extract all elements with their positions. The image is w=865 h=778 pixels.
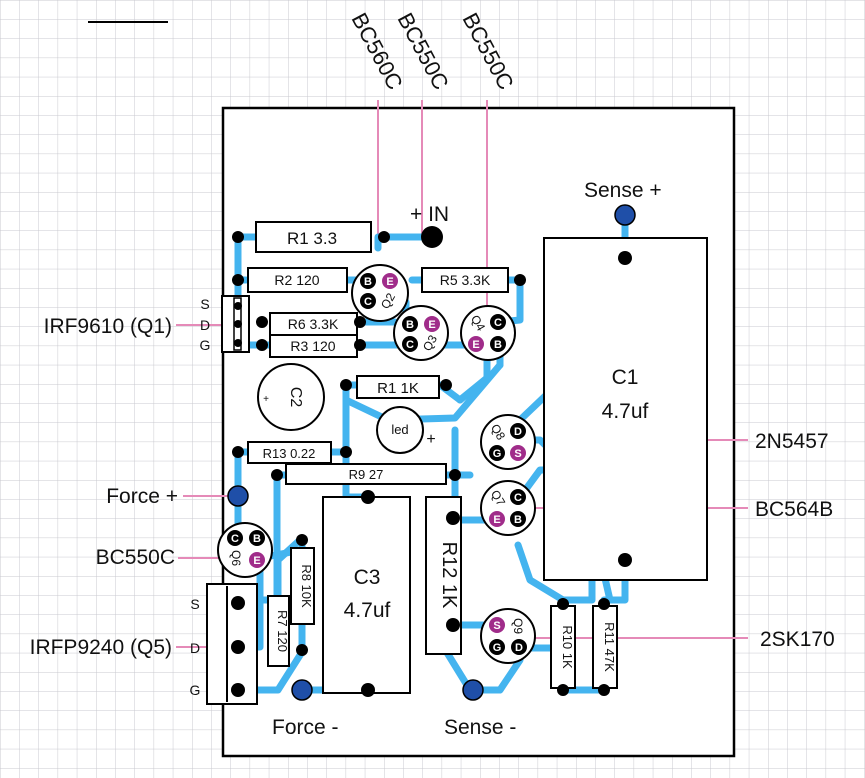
resistor-r11: R11 47K [592, 605, 618, 689]
resistor-r13: R13 0.22 [247, 441, 332, 464]
label-irfp9240: IRFP9240 (Q5) [30, 636, 172, 659]
svg-text:E: E [493, 514, 500, 526]
svg-text:R3 120: R3 120 [290, 338, 335, 354]
svg-text:D: D [200, 317, 210, 333]
transistor-q9: S G D Q9 [480, 608, 536, 664]
svg-text:C: C [406, 339, 414, 351]
svg-text:+: + [426, 431, 435, 448]
svg-text:G: G [200, 337, 211, 353]
svg-text:B: B [514, 514, 522, 526]
force-plus-terminal [227, 485, 249, 507]
svg-text:E: E [253, 555, 260, 567]
label-force-plus: Force + [106, 485, 178, 508]
sense-plus-terminal [614, 204, 636, 226]
label-in-plus: + IN [410, 203, 449, 226]
svg-text:S: S [493, 620, 500, 632]
resistor-r3: R3 120 [269, 334, 358, 358]
label-2n5457: 2N5457 [755, 430, 829, 453]
svg-text:R1 3.3: R1 3.3 [287, 229, 337, 248]
svg-text:D: D [190, 640, 200, 656]
label-bc550c-left: BC550C [96, 546, 175, 569]
resistor-r5: R5 3.3K [421, 267, 509, 293]
mosfet-q5-package: S D G [190, 583, 258, 705]
c3-value: 4.7uf [344, 599, 391, 622]
svg-text:R6 3.3K: R6 3.3K [288, 316, 339, 332]
label-sense-minus: Sense - [444, 716, 516, 739]
svg-text:B: B [406, 319, 414, 331]
label-2sk170: 2SK170 [760, 628, 835, 651]
resistor-r7: R7 120 [267, 595, 290, 667]
c1-name: C1 [612, 366, 639, 389]
svg-text:C: C [364, 296, 372, 308]
label-sense-plus: Sense + [584, 179, 662, 202]
capacitor-c1 [543, 237, 708, 581]
force-minus-terminal [291, 679, 313, 701]
label-bc564b: BC564B [755, 498, 833, 521]
solder-pads [232, 226, 632, 697]
resistor-r6: R6 3.3K [269, 312, 358, 336]
transistor-q7: C E B Q7 [480, 480, 536, 536]
svg-text:C: C [231, 533, 239, 545]
svg-text:R2 120: R2 120 [274, 272, 319, 288]
transistor-q6: C B E Q6 [217, 522, 273, 578]
resistor-r10: R10 1K [550, 605, 576, 689]
transistor-q3: B E C Q3 [393, 305, 449, 361]
capacitor-c2: C2 + [257, 363, 325, 431]
svg-text:B: B [494, 339, 502, 351]
svg-text:E: E [472, 339, 479, 351]
led: led + [376, 406, 436, 454]
svg-text:G: G [493, 642, 502, 654]
svg-text:G: G [493, 448, 502, 460]
svg-text:Q6: Q6 [229, 550, 243, 566]
svg-text:R7 120: R7 120 [275, 610, 290, 652]
svg-text:R12 1K: R12 1K [438, 542, 460, 609]
c1-value: 4.7uf [602, 400, 649, 423]
svg-text:R10 1K: R10 1K [560, 625, 575, 669]
svg-text:R9 27: R9 27 [349, 467, 384, 482]
svg-text:+: + [263, 394, 269, 405]
svg-text:Q9: Q9 [511, 618, 525, 634]
capacitor-c3 [322, 496, 411, 694]
resistor-r8: R8 10K [290, 547, 315, 625]
svg-text:E: E [428, 319, 435, 331]
resistor-r1-top: R1 3.3 [255, 221, 372, 253]
svg-text:R1 1K: R1 1K [377, 380, 419, 397]
svg-text:R11 47K: R11 47K [602, 622, 617, 672]
transistor-q8: D G S Q8 [480, 414, 536, 470]
svg-text:led: led [391, 422, 408, 437]
svg-text:C: C [494, 317, 502, 329]
svg-text:C: C [514, 492, 522, 504]
svg-text:S: S [514, 448, 521, 460]
svg-text:S: S [190, 596, 199, 612]
svg-text:D: D [514, 426, 522, 438]
svg-text:R5 3.3K: R5 3.3K [440, 272, 491, 288]
transistor-q2: B E C Q2 [351, 264, 409, 322]
resistor-r1-mid: R1 1K [356, 375, 440, 399]
svg-text:D: D [515, 642, 523, 654]
svg-text:S: S [200, 296, 209, 312]
label-force-minus: Force - [272, 716, 339, 739]
transistor-q4: C E B Q4 [460, 305, 516, 361]
svg-text:R8 10K: R8 10K [299, 564, 314, 608]
svg-text:C2: C2 [287, 387, 304, 408]
c3-name: C3 [354, 566, 381, 589]
svg-text:R13 0.22: R13 0.22 [263, 446, 316, 461]
label-irf9610: IRF9610 (Q1) [44, 315, 172, 338]
svg-text:B: B [364, 276, 372, 288]
resistor-r9: R9 27 [285, 463, 447, 485]
sense-minus-terminal [462, 679, 484, 701]
svg-text:E: E [386, 276, 393, 288]
mosfet-q1-package: S D G [200, 295, 250, 353]
svg-text:G: G [190, 682, 201, 698]
svg-text:B: B [253, 533, 261, 545]
resistor-r2: R2 120 [247, 267, 348, 293]
